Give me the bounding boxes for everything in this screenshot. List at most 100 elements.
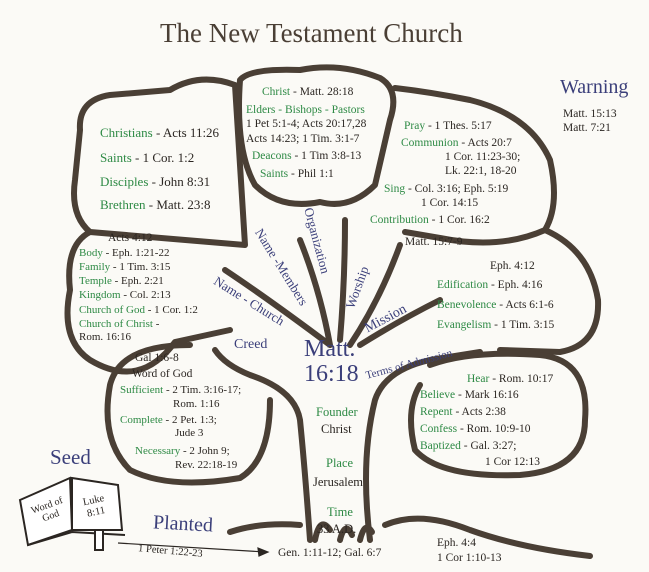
creed-sufficient-ref: Rom. 1:16 <box>173 398 220 410</box>
ref: - Acts 2:38 <box>452 406 506 418</box>
term: Sing <box>384 183 406 195</box>
roots <box>312 521 375 543</box>
ref: - 1 Cor. 1:2 <box>131 150 195 165</box>
church-item: Body - Eph. 1:21-22 <box>79 247 169 260</box>
page-title: The New Testament Church <box>160 18 463 48</box>
creed-sufficient: Sufficient - 2 Tim. 3:16-17; <box>120 384 241 397</box>
term: Contribution <box>370 214 429 226</box>
admission-item: Repent - Acts 2:38 <box>420 406 506 419</box>
term: Edification <box>437 279 489 291</box>
term: Kingdom <box>79 289 121 301</box>
branch-creed: Creed <box>234 337 268 352</box>
place-label: Place <box>326 456 354 470</box>
ref: - Col. 2:13 <box>120 289 171 301</box>
planted-target: Gen. 1:11-12; Gal. 6:7 <box>278 547 382 559</box>
term: Church of God <box>79 304 145 316</box>
worship-pray: Pray - 1 Thes. 5:17 <box>404 120 492 133</box>
bible-icon <box>18 476 126 551</box>
term: Benevolence <box>437 299 497 311</box>
admission-item: Confess - Rom. 10:9-10 <box>420 423 531 436</box>
ref: - 2 Tim. 3:16-17; <box>163 384 242 396</box>
ref: - 1 Tim 3:8-13 <box>291 150 362 162</box>
term: Body <box>79 247 103 259</box>
org-deacons: Deacons - 1 Tim 3:8-13 <box>252 150 361 163</box>
time-label: Time <box>327 505 353 519</box>
term: Disciples <box>100 174 149 189</box>
founder: Christ <box>321 422 352 436</box>
org-christ: Christ - Matt. 28:18 <box>262 86 353 99</box>
ref: - 1 Tim. 3:15 <box>110 261 171 273</box>
ref: - Rom. 10:9-10 <box>457 423 531 435</box>
creed-sub: Word of God <box>132 368 193 380</box>
church-item: Church of God - 1 Cor. 1:2 <box>79 304 198 317</box>
term: Repent <box>420 406 453 418</box>
term: Family <box>79 261 111 273</box>
admission-item: Hear - Rom. 10:17 <box>467 373 553 386</box>
church-last: Rom. 16:16 <box>79 331 131 343</box>
warning-ref: Matt. 7:21 <box>563 122 611 134</box>
ref: - Eph. 1:21-22 <box>102 247 170 259</box>
worship-communion-ref: 1 Cor. 11:23-30; <box>445 151 521 163</box>
names-item: Brethren - Matt. 23:8 <box>100 198 210 211</box>
center-ref: 16:18 <box>304 361 359 387</box>
creed-necessary: Necessary - 2 John 9; <box>135 445 230 458</box>
church-head: Acts 4:12 <box>108 232 153 244</box>
warning-ref: Matt. 15:13 <box>563 108 617 120</box>
ref: - Acts 6:1-6 <box>496 299 554 311</box>
term: Believe <box>420 389 456 401</box>
center-ref: Matt. <box>304 336 356 362</box>
ref: - Acts 20:7 <box>458 137 512 149</box>
term: Confess <box>420 423 458 435</box>
org-elders-ref: Acts 14:23; 1 Tim. 3:1-7 <box>246 133 360 145</box>
worship-sing: Sing - Col. 3:16; Eph. 5:19 <box>384 183 508 196</box>
ref: - Gal. 3:27; <box>460 440 517 452</box>
term: Evangelism <box>437 319 492 331</box>
ref: - 1 Cor. 16:2 <box>428 214 490 226</box>
ref: - 2 John 9; <box>180 445 230 457</box>
worship-communion-ref: Lk. 22:1, 18-20 <box>445 165 517 177</box>
crown-worship <box>392 85 557 246</box>
root-left <box>227 521 303 535</box>
worship-vain: Matt. 15:7-9 <box>405 236 463 248</box>
ref: - Acts 11:26 <box>152 125 220 140</box>
org-saints: Saints - Phil 1:1 <box>260 168 334 181</box>
ref: - 2 Pet. 1:3; <box>162 414 217 426</box>
names-item: Disciples - John 8:31 <box>100 175 210 188</box>
crown-creed <box>104 342 273 486</box>
ref: - Eph. 4:16 <box>488 279 543 291</box>
term: Saints <box>260 168 289 180</box>
ref: - Matt. 28:18 <box>290 86 354 98</box>
ref: - Mark 16:16 <box>455 389 519 401</box>
ref: - 1 Tim. 3:15 <box>491 319 555 331</box>
crown-names <box>71 76 248 248</box>
ref: - Matt. 23:8 <box>145 197 211 212</box>
unity-ref: 1 Cor 1:10-13 <box>437 552 502 564</box>
creed-complete: Complete - 2 Pet. 1:3; <box>120 414 217 427</box>
term: Saints <box>100 150 132 165</box>
crown-mission <box>497 227 602 355</box>
crown-church <box>64 229 233 375</box>
church-item: Church of Christ - <box>79 318 159 331</box>
creed-necessary-ref: Rev. 22:18-19 <box>175 459 238 471</box>
term: Pray <box>404 120 426 132</box>
warning-heading: Warning <box>560 76 629 98</box>
crown-organization <box>236 64 397 207</box>
church-item: Family - 1 Tim. 3:15 <box>79 261 170 274</box>
ref: - <box>152 318 160 330</box>
term: Deacons <box>252 150 292 162</box>
place: Jerusalem <box>313 475 363 489</box>
ref: - 1 Thes. 5:17 <box>425 120 492 132</box>
term: Brethren <box>100 197 146 212</box>
admission-last: 1 Cor 12:13 <box>485 456 540 468</box>
term: Christ <box>262 86 291 98</box>
creed-complete-ref: Jude 3 <box>175 427 204 439</box>
seed-label: Seed <box>50 445 91 469</box>
mission-item: Benevolence - Acts 6:1-6 <box>437 299 554 312</box>
ref: - Phil 1:1 <box>288 168 334 180</box>
admission-item: Baptized - Gal. 3:27; <box>420 440 516 453</box>
names-item: Saints - 1 Cor. 1:2 <box>100 151 194 164</box>
worship-contribution: Contribution - 1 Cor. 16:2 <box>370 214 490 227</box>
org-elders-ref: 1 Pet 5:1-4; Acts 20:17,28 <box>246 118 367 130</box>
mission-item: Evangelism - 1 Tim. 3:15 <box>437 319 554 332</box>
term: Christians <box>100 125 153 140</box>
